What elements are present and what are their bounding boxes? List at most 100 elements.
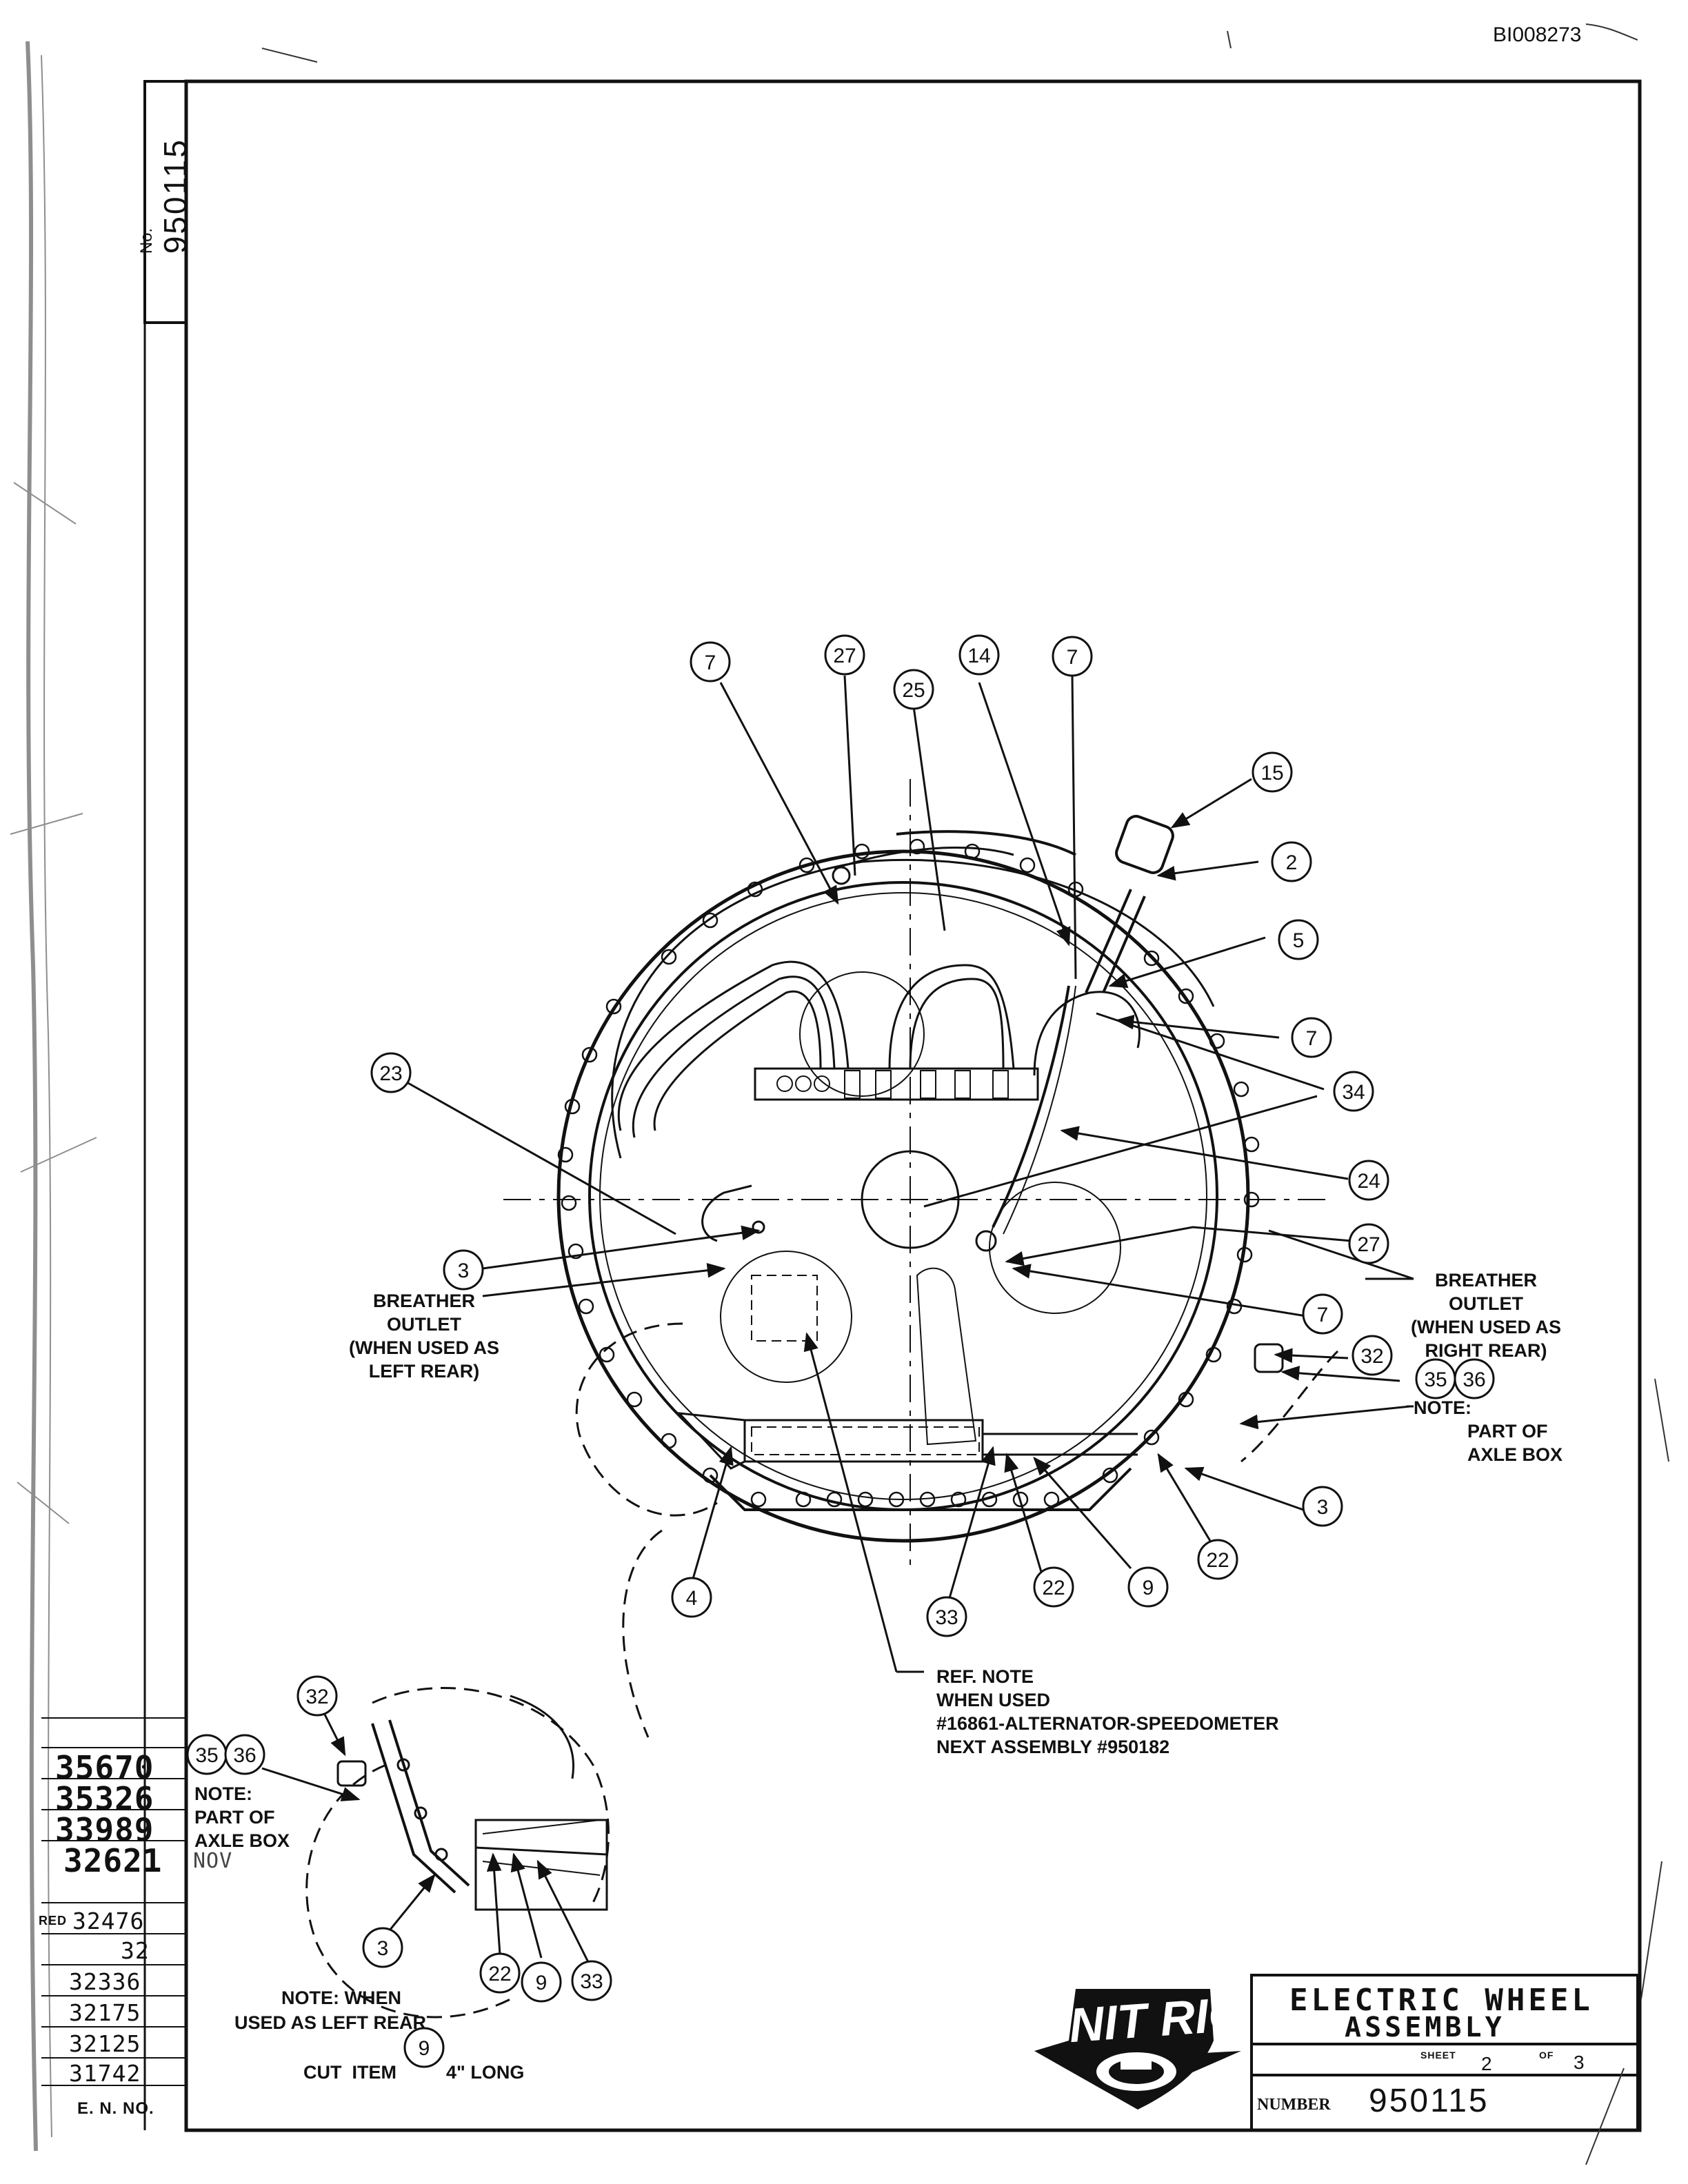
breather-right-line2: OUTLET — [1449, 1293, 1523, 1314]
breather-left-note: BREATHER OUTLET (WHEN USED AS LEFT REAR) — [341, 1289, 507, 1383]
breather-right-note: BREATHER OUTLET (WHEN USED AS RIGHT REAR… — [1407, 1268, 1565, 1362]
callout-24: 24 — [1348, 1160, 1389, 1201]
svg-text:27: 27 — [1357, 1233, 1380, 1256]
callout-7-top-left: 7 — [690, 641, 731, 682]
callout-3-right: 3 — [1302, 1486, 1343, 1527]
callout-22-detail: 22 — [479, 1952, 521, 1994]
callout-7-top-right: 7 — [1052, 636, 1093, 677]
axle-box-right-line3: AXLE BOX — [1467, 1444, 1563, 1465]
sheet-number: 2 — [1481, 2053, 1493, 2074]
ref-note-line1: REF. NOTE — [936, 1666, 1034, 1687]
svg-text:3: 3 — [458, 1260, 470, 1282]
axle-box-left-line1: NOTE: — [194, 1783, 252, 1804]
svg-text:5: 5 — [1293, 929, 1305, 952]
svg-text:7: 7 — [705, 651, 716, 674]
callout-34: 34 — [1333, 1071, 1374, 1112]
drawing-number-prefix: No. — [137, 228, 156, 254]
axle-box-right-line1: NOTE: — [1414, 1397, 1471, 1418]
housing-flat-bottom — [709, 1467, 1132, 1511]
drawing-frame — [143, 79, 1642, 2132]
svg-text:22: 22 — [1206, 1549, 1229, 1572]
svg-text:32: 32 — [1360, 1345, 1383, 1368]
callout-7-right-low: 7 — [1302, 1293, 1343, 1335]
title-line2: ASSEMBLY — [1345, 2012, 1505, 2043]
svg-text:36: 36 — [1463, 1368, 1485, 1391]
svg-text:27: 27 — [833, 645, 856, 667]
callout-33-bottom: 33 — [926, 1596, 967, 1637]
callout-32-right: 32 — [1352, 1335, 1393, 1376]
left-rear-note-line2: USED AS LEFT REAR — [234, 2012, 427, 2033]
breather-right-line3: (WHEN USED AS — [1410, 1317, 1561, 1337]
scan-edge-artifact — [10, 41, 97, 2152]
svg-text:3: 3 — [377, 1937, 389, 1960]
doc-id: BI008273 — [1493, 23, 1582, 46]
ref-note-line3: #16861-ALTERNATOR-SPEEDOMETER — [936, 1713, 1279, 1734]
breather-right-line1: BREATHER — [1435, 1270, 1537, 1291]
svg-text:22: 22 — [1042, 1577, 1065, 1599]
sheet-total: 3 — [1574, 2052, 1585, 2073]
callout-15: 15 — [1252, 751, 1293, 793]
callout-9-note: 9 — [403, 2027, 445, 2068]
axle-box-right-line2: PART OF — [1467, 1421, 1548, 1442]
title-line1: ELECTRIC WHEEL — [1289, 1983, 1594, 2018]
leader-lines-main — [406, 675, 1414, 1673]
axle-box-left-line3: AXLE BOX — [194, 1830, 290, 1851]
axle-box-note-right: NOTE: PART OF AXLE BOX — [1414, 1396, 1563, 1466]
svg-text:32: 32 — [305, 1686, 328, 1708]
left-rear-note-line3a: CUT ITEM — [303, 2062, 397, 2083]
axle-box-left-line2: PART OF — [194, 1807, 275, 1828]
svg-text:9: 9 — [536, 1972, 547, 1994]
sheet-label: SHEET — [1420, 2050, 1456, 2061]
title-block-frame — [1250, 1974, 1639, 2132]
unit-rig-logo: UNIT RIG — [1032, 1986, 1247, 2110]
revision-entry: 31742 — [69, 2060, 141, 2087]
svg-text:7: 7 — [1067, 646, 1078, 669]
housing-inner-ring — [588, 881, 1218, 1511]
callout-9-bottom: 9 — [1127, 1566, 1169, 1608]
scan-marks — [261, 23, 1669, 2165]
callout-32-detail: 32 — [297, 1675, 338, 1717]
callout-27-right: 27 — [1348, 1223, 1389, 1264]
callout-23: 23 — [370, 1052, 412, 1093]
svg-text:9: 9 — [1143, 1577, 1154, 1599]
callout-5: 5 — [1278, 919, 1319, 960]
callout-25: 25 — [893, 669, 934, 710]
callout-7-right-mid: 7 — [1291, 1017, 1332, 1058]
svg-text:35: 35 — [195, 1744, 218, 1767]
ref-note-line4: NEXT ASSEMBLY #950182 — [936, 1737, 1170, 1757]
revision-entry: 35670 — [55, 1749, 154, 1786]
drawing-number-tab: No. 950115 — [137, 83, 193, 321]
of-label: OF — [1539, 2050, 1554, 2061]
svg-text:25: 25 — [902, 679, 925, 702]
left-rear-note-line1: NOTE: WHEN — [281, 1988, 401, 2008]
callout-4: 4 — [671, 1577, 712, 1618]
svg-text:7: 7 — [1306, 1027, 1318, 1050]
revision-entry: 32336 — [69, 1968, 141, 1995]
svg-text:15: 15 — [1260, 762, 1283, 785]
callout-35-detail: 35 — [186, 1734, 228, 1775]
revision-block-frame — [41, 1717, 186, 2086]
svg-text:34: 34 — [1342, 1081, 1365, 1104]
breather-left-line4: LEFT REAR) — [368, 1361, 480, 1382]
electric-wheel-main-view — [503, 779, 1339, 1738]
leader-lines-detail — [261, 1712, 591, 1965]
breather-left-line2: OUTLET — [387, 1314, 461, 1335]
callout-36-detail: 36 — [224, 1734, 265, 1775]
svg-text:4: 4 — [686, 1587, 698, 1610]
revision-released-prefix: RED — [39, 1914, 68, 1928]
revision-entry: 32125 — [69, 2030, 141, 2057]
svg-text:2: 2 — [1286, 851, 1298, 874]
callout-3-detail: 3 — [362, 1927, 403, 1968]
ref-note: REF. NOTE WHEN USED #16861-ALTERNATOR-SP… — [936, 1665, 1279, 1759]
svg-text:24: 24 — [1357, 1170, 1380, 1193]
callout-14: 14 — [958, 634, 1000, 676]
callout-3-left: 3 — [443, 1249, 484, 1291]
callout-22-bottom-mid: 22 — [1033, 1566, 1074, 1608]
revision-entry: 32476 — [72, 1908, 145, 1934]
drawing-number-title: 950115 — [1369, 2083, 1489, 2119]
revision-footer: E. N. NO. — [77, 2099, 154, 2118]
number-label: NUMBER — [1257, 2096, 1331, 2114]
revision-entry: 32 — [121, 1937, 150, 1964]
